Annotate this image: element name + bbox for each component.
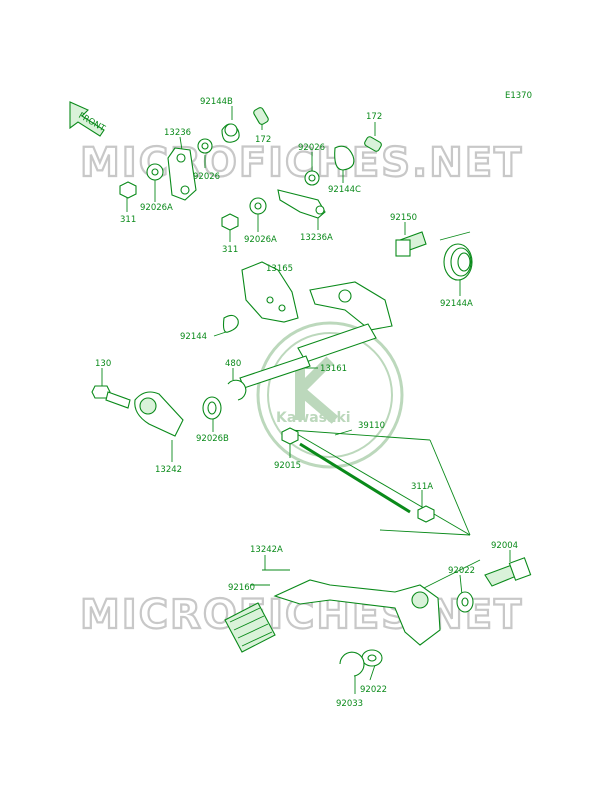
front-arrow-icon: FRONT [69,101,107,137]
part-label: 13236A [300,233,333,243]
kawasaki-logo-text: Kawasaki [276,410,351,426]
part-label: 480 [225,359,241,369]
part-label: 311 [222,245,238,255]
part-label: 13165 [266,264,293,274]
part-label: 92026A [244,235,277,245]
part-label: 172 [255,135,271,145]
part-label: 311 [120,215,136,225]
part-label: 311A [411,482,433,492]
part-label: 92144A [440,299,473,309]
part-label: 13242A [250,545,283,555]
part-label: 92022 [360,685,387,695]
part-label: 92022 [448,566,475,576]
part-label: 92026 [298,143,325,153]
kawasaki-logo: Kawasaki [256,321,404,469]
part-label: 92160 [228,583,255,593]
part-label: 92150 [390,213,417,223]
part-label: 130 [95,359,111,369]
part-label: 13236 [164,128,191,138]
part-label: 92033 [336,699,363,709]
part-label: 13161 [320,364,347,374]
part-label: 39110 [358,421,385,431]
part-label: 92026B [196,434,229,444]
part-label: 92144 [180,332,207,342]
part-label: 92026A [140,203,173,213]
part-label: 92144B [200,97,233,107]
part-label: 92144C [328,185,361,195]
part-shapes [91,107,532,677]
part-label: 92015 [274,461,301,471]
part-label: 92004 [491,541,518,551]
diagram-code: E1370 [505,91,532,101]
part-label: 172 [366,112,382,122]
leader-lines [101,106,511,694]
part-label: 13242 [155,465,182,475]
part-labels: 92144B 13236 172 172 92026 92026 92144C … [95,97,518,709]
part-label: 92026 [193,172,220,182]
